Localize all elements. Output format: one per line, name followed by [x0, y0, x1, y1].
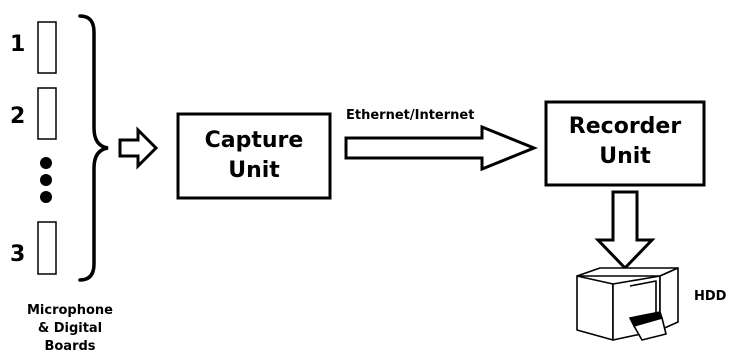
recorder-unit-label-line-1: Recorder — [568, 114, 682, 139]
input-group-label-line-1: Microphone — [26, 303, 113, 318]
recorder-unit-label: Recorder Unit — [546, 112, 704, 171]
input-label-2: 2 — [10, 104, 26, 129]
input-slot-2 — [37, 87, 57, 140]
input-group-label-line-2: & Digital — [37, 321, 103, 337]
ethernet-arrow-icon — [344, 124, 539, 172]
input-slot-3 — [37, 221, 57, 275]
ethernet-label: Ethernet/Internet — [346, 108, 475, 123]
recorder-unit-box — [544, 100, 706, 187]
more-inputs-ellipsis — [40, 157, 52, 203]
capture-unit-box — [176, 112, 332, 200]
arrow-down-icon — [594, 190, 656, 271]
input-group-label-line-3: Boards — [44, 339, 96, 355]
input-slot-1 — [37, 21, 57, 74]
hdd-label: HDD — [694, 289, 727, 304]
input-label-3: 3 — [10, 242, 26, 267]
arrow-to-capture-icon — [118, 126, 159, 170]
input-group-label: Microphone & Digital Boards — [20, 302, 120, 357]
input-label-1: 1 — [10, 32, 26, 57]
hard-drive-icon — [576, 267, 679, 341]
grouping-brace — [78, 14, 109, 282]
capture-unit-label-line-2: Unit — [228, 157, 280, 183]
capture-unit-label: Capture Unit — [178, 126, 330, 185]
capture-unit-label-line-1: Capture — [204, 128, 304, 153]
recorder-unit-label-line-2: Unit — [599, 143, 651, 169]
